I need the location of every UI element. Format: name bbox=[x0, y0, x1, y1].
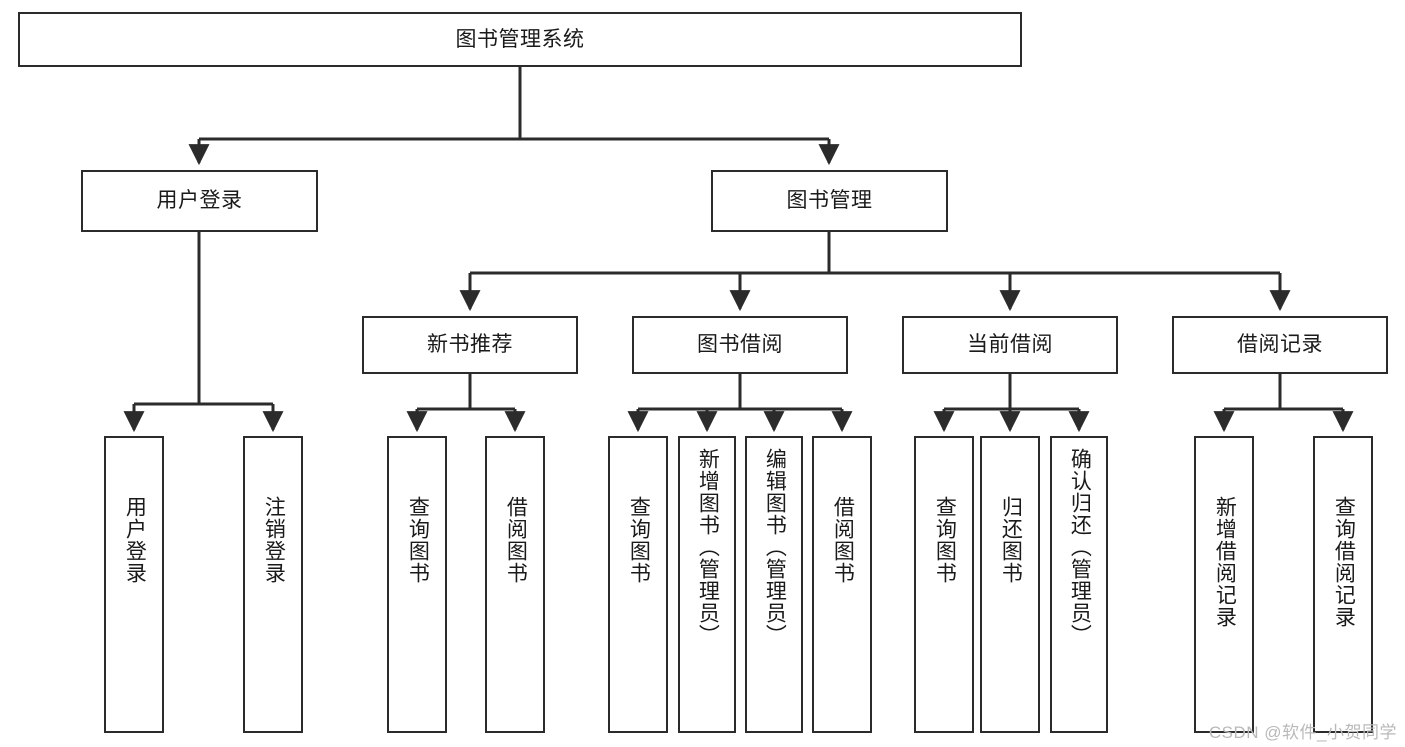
node-leaf-query-book-3[interactable]: 查询图书 bbox=[914, 436, 974, 733]
node-leaf-query-borrow-record[interactable]: 查询借阅记录 bbox=[1313, 436, 1373, 733]
node-new-book-recommend[interactable]: 新书推荐 bbox=[362, 316, 578, 374]
node-leaf-confirm-return-admin[interactable]: 确认归还（管理员） bbox=[1050, 436, 1108, 733]
node-book-management-label: 图书管理 bbox=[786, 189, 873, 213]
edge-group-current-borrow bbox=[933, 374, 1090, 433]
node-user-login[interactable]: 用户登录 bbox=[81, 170, 318, 232]
node-leaf-return-book[interactable]: 归还图书 bbox=[980, 436, 1040, 733]
node-root-label: 图书管理系统 bbox=[455, 27, 585, 51]
node-leaf-edit-book-admin-label: 编辑图书（管理员） bbox=[763, 448, 787, 646]
node-root[interactable]: 图书管理系统 bbox=[18, 12, 1022, 67]
node-leaf-borrow-book-1[interactable]: 借阅图书 bbox=[485, 436, 545, 733]
edge-group-book-management bbox=[459, 232, 1291, 312]
node-leaf-edit-book-admin[interactable]: 编辑图书（管理员） bbox=[745, 436, 803, 733]
edge-group-borrow-records bbox=[1213, 374, 1354, 433]
node-borrow-records-label: 借阅记录 bbox=[1237, 333, 1323, 357]
edge-group-user-login bbox=[123, 232, 284, 433]
node-book-borrow-label: 图书借阅 bbox=[697, 333, 783, 357]
edge-group-book-borrow bbox=[627, 374, 853, 433]
node-current-borrow-label: 当前借阅 bbox=[967, 333, 1053, 357]
node-leaf-return-book-label: 归还图书 bbox=[999, 496, 1023, 584]
node-leaf-query-book-3-label: 查询图书 bbox=[933, 496, 957, 584]
node-leaf-add-borrow-record[interactable]: 新增借阅记录 bbox=[1194, 436, 1254, 733]
node-leaf-add-borrow-record-label: 新增借阅记录 bbox=[1213, 496, 1237, 628]
node-borrow-records[interactable]: 借阅记录 bbox=[1172, 316, 1388, 374]
node-leaf-confirm-return-admin-label: 确认归还（管理员） bbox=[1068, 448, 1092, 646]
node-leaf-query-book-2[interactable]: 查询图书 bbox=[608, 436, 668, 733]
node-current-borrow[interactable]: 当前借阅 bbox=[902, 316, 1118, 374]
node-leaf-borrow-book-2-label: 借阅图书 bbox=[831, 496, 855, 584]
node-leaf-user-login[interactable]: 用户登录 bbox=[104, 436, 164, 733]
node-leaf-query-book-1-label: 查询图书 bbox=[406, 496, 430, 584]
node-leaf-user-login-label: 用户登录 bbox=[123, 496, 147, 584]
edge-group-root bbox=[188, 67, 840, 166]
node-leaf-query-book-1[interactable]: 查询图书 bbox=[387, 436, 447, 733]
node-leaf-query-book-2-label: 查询图书 bbox=[627, 496, 651, 584]
node-leaf-add-book-admin[interactable]: 新增图书（管理员） bbox=[678, 436, 736, 733]
node-leaf-borrow-book-2[interactable]: 借阅图书 bbox=[812, 436, 872, 733]
node-book-management[interactable]: 图书管理 bbox=[711, 170, 948, 232]
node-leaf-query-borrow-record-label: 查询借阅记录 bbox=[1332, 496, 1356, 628]
node-new-book-recommend-label: 新书推荐 bbox=[427, 333, 513, 357]
node-user-login-label: 用户登录 bbox=[156, 189, 243, 213]
node-leaf-logout-login-label: 注销登录 bbox=[262, 496, 286, 584]
edge-group-new-book-recommend bbox=[406, 374, 526, 433]
node-leaf-add-book-admin-label: 新增图书（管理员） bbox=[696, 448, 720, 646]
node-book-borrow[interactable]: 图书借阅 bbox=[632, 316, 848, 374]
node-leaf-logout-login[interactable]: 注销登录 bbox=[243, 436, 303, 733]
node-leaf-borrow-book-1-label: 借阅图书 bbox=[504, 496, 528, 584]
